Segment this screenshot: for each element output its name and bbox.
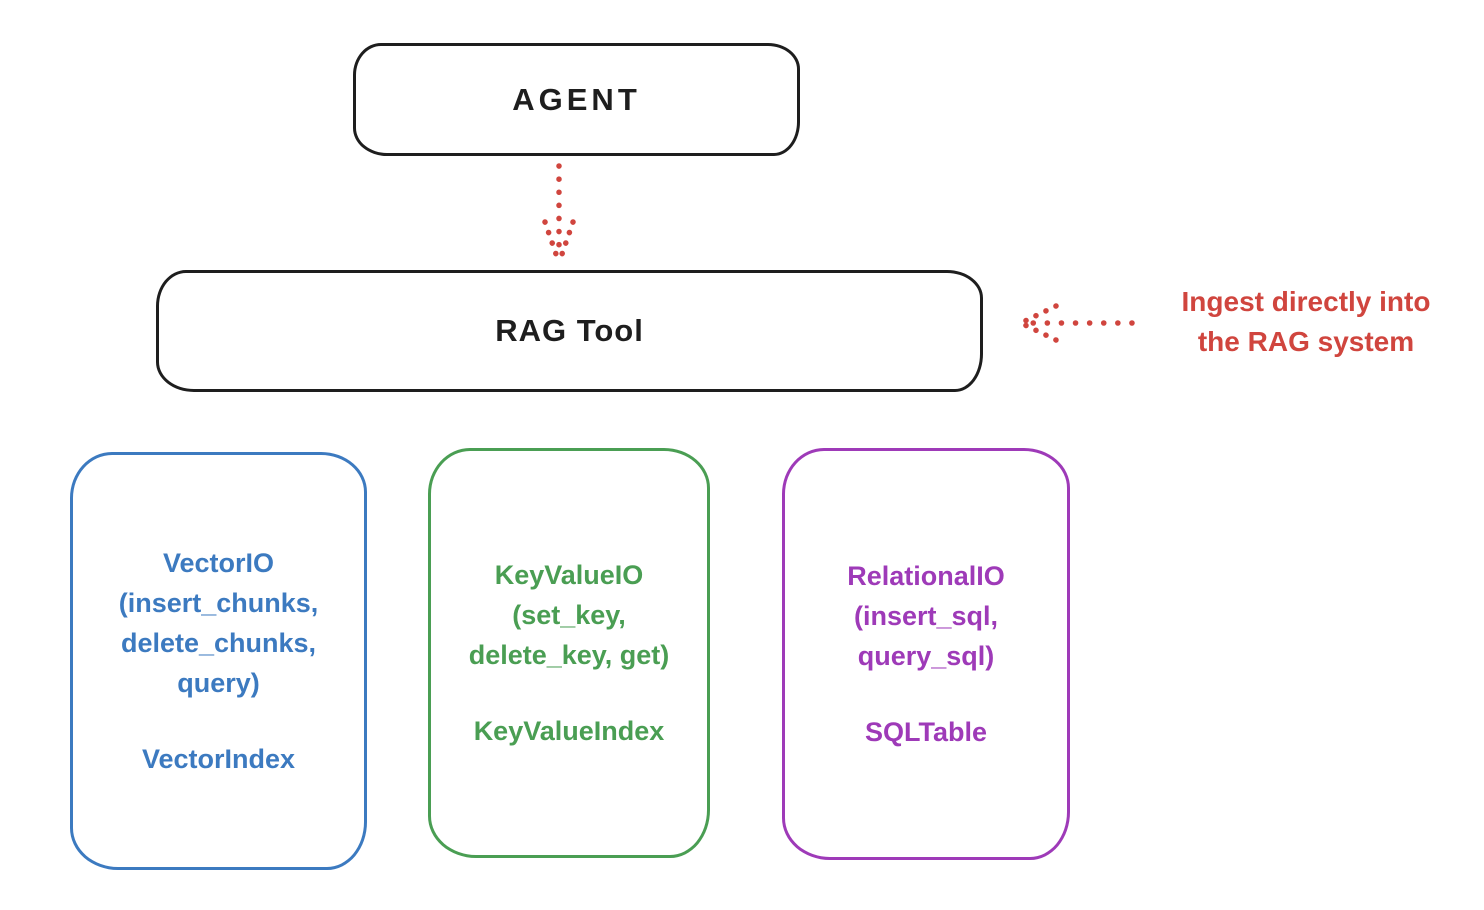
keyvalue-index-label: KeyValueIndex [473,716,665,746]
agent-box: AGENT [353,43,800,156]
keyvalue-io-box: KeyValueIO (set_key, delete_key, get) Ke… [428,448,710,858]
agent-to-rag-arrow-icon [542,163,576,260]
rag-tool-box: RAG Tool [156,270,983,392]
vector-io-box: VectorIO (insert_chunks, delete_chunks, … [70,452,367,870]
vector-io-description: VectorIO (insert_chunks, delete_chunks, … [118,548,319,698]
ingest-annotation-line2: the RAG system [1197,326,1415,357]
relational-io-description: RelationalIO (insert_sql, query_sql) [847,561,1005,671]
rag-tool-label: RAG Tool [495,313,644,348]
ingest-annotation-line1: Ingest directly into [1181,286,1431,317]
agent-label: AGENT [512,81,641,117]
vector-index-label: VectorIndex [141,744,296,774]
sql-table-label: SQLTable [864,717,987,747]
relational-io-box: RelationalIO (insert_sql, query_sql) SQL… [782,448,1070,860]
ingest-arrow-icon [1021,303,1135,343]
keyvalue-io-description: KeyValueIO (set_key, delete_key, get) [468,560,670,670]
ingest-annotation: Ingest directly into the RAG system [1136,282,1476,362]
